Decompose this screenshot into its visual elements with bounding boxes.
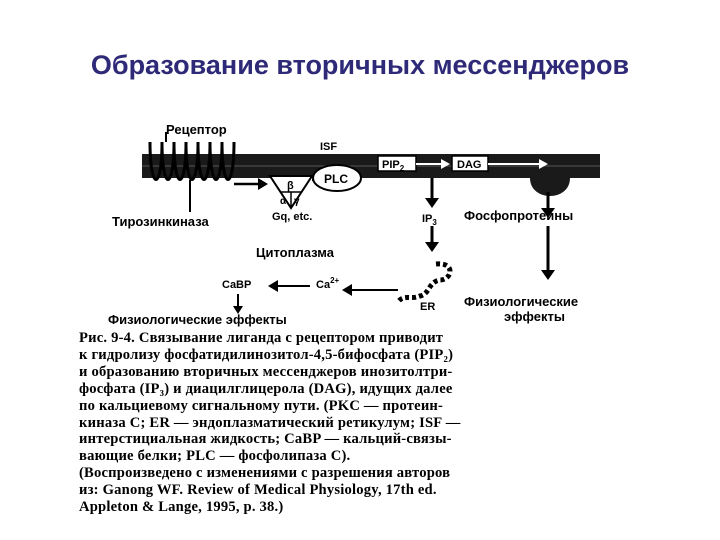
phys-effects-right-2: эффекты [504,309,565,324]
caption-line: киназа C; ER — эндоплазматический ретику… [79,414,461,431]
ip3-label: IP3 [422,213,437,227]
caption-line: фосфата (IP₃) и диацилглицерола (DAG), и… [79,380,453,397]
g-beta-label: β [287,180,294,192]
figure-caption: Рис. 9-4. Связывание лиганда с рецепторо… [79,330,673,516]
caption-line: Рис. 9-4. Связывание лиганда с рецепторо… [79,330,444,346]
ca-label: Ca2+ [316,276,340,291]
caption-line: к гидролизу фосфатидилинозитол-4,5-бифос… [79,346,454,363]
caption-line: интерстициальная жидкость; CaBP — кальци… [79,431,452,448]
isf-label: ISF [320,141,337,153]
cabp-label: CaBP [222,279,251,291]
plc-enzyme [312,164,362,192]
g-alpha-label: α [280,196,287,207]
receptor-helices [148,141,236,181]
second-messenger-diagram: Рецептор β α γ Gq, etc. PLC ISF PIP2 DAG… [108,122,600,327]
plc-label: PLC [324,172,348,186]
gq-label: Gq, etc. [272,211,312,223]
phys-effects-right-1: Физиологические [464,294,578,309]
phys-effects-left: Физиологические эффекты [108,312,287,327]
dag-label: DAG [457,159,481,171]
tyrosine-kinase-label: Тирозинкиназа [112,214,209,229]
cytoplasm-label: Цитоплазма [256,245,335,260]
caption-line: и образованию вторичных мессенджеров ино… [79,363,453,380]
er-squiggle [396,261,453,304]
caption-line: Appleton & Lange, 1995, p. 38.) [79,499,284,516]
g-gamma-label: γ [294,196,300,207]
er-label: ER [420,301,435,313]
caption-line: по кальциевому сигнальному пути. (PKC — … [79,397,444,414]
caption-line: вающие белки; PLC — фосфолипаза C). [79,448,351,465]
pip2-label: PIP2 [382,159,405,173]
phosphoproteins-label: Фосфопротеины [464,208,573,223]
caption-line: (Воспроизведено с изменениями с разрешен… [79,465,451,482]
receptor-label: Рецептор [166,122,227,137]
page-title: Образование вторичных мессенджеров [90,50,630,80]
caption-line: из: Ganong WF. Review of Medical Physiol… [79,482,437,499]
pkc-dome [530,178,570,196]
